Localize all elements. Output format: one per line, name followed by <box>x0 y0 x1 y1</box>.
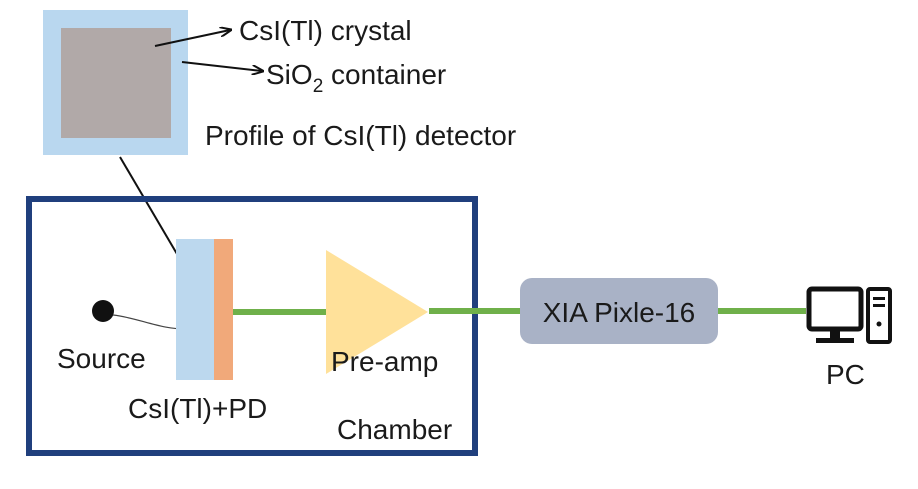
preamp-label: Pre-amp <box>331 346 438 377</box>
source-dot <box>92 300 114 322</box>
csi-detector <box>176 239 214 380</box>
profile-link-arrow <box>119 156 187 271</box>
daq-box <box>520 278 718 344</box>
container-label-subscript: 2 <box>313 76 324 97</box>
csi-crystal <box>61 28 171 138</box>
container-pointer-arrow <box>181 61 262 71</box>
detector-label: CsI(Tl)+PD <box>128 393 267 424</box>
daq-label: XIA Pixle-16 <box>543 297 696 328</box>
profile-caption: Profile of CsI(Tl) detector <box>205 120 516 151</box>
container-label-suffix: container <box>323 59 446 90</box>
chamber-label: Chamber <box>337 414 452 445</box>
computer-icon <box>806 286 892 344</box>
container-label: SiO2 container <box>266 59 446 97</box>
container-label-prefix: SiO <box>266 59 313 90</box>
preamp-triangle <box>326 250 428 374</box>
crystal-pointer-arrow <box>154 30 230 47</box>
chamber-box <box>26 196 478 456</box>
source-label: Source <box>57 343 146 374</box>
photodiode <box>214 239 233 380</box>
crystal-label: CsI(Tl) crystal <box>239 15 412 46</box>
pc-label: PC <box>826 359 865 390</box>
